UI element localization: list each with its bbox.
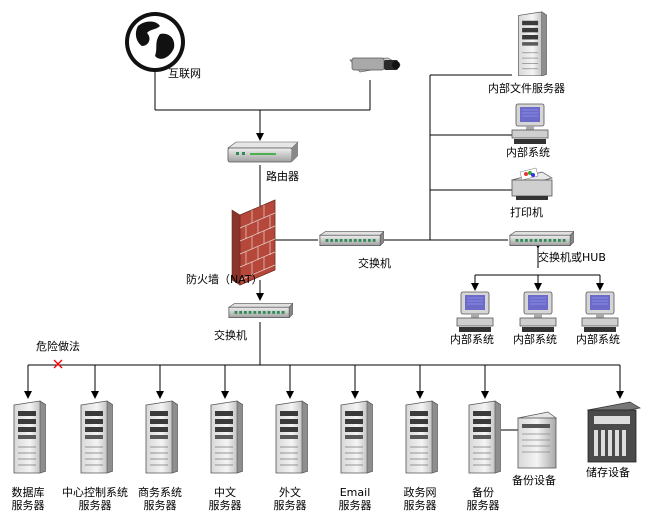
printer-icon (511, 167, 553, 200)
router-icon (227, 141, 299, 163)
firewall-label: 防火墙（NAT） (186, 273, 263, 286)
router-label: 路由器 (266, 170, 299, 183)
printer-label: 打印机 (510, 206, 543, 219)
server-label: 中文服务器 (208, 486, 242, 512)
firewall-icon (231, 196, 276, 286)
main-switch-label: 交换机 (214, 329, 247, 342)
camera-icon (349, 57, 402, 73)
right-pc-2-label: 内部系统 (513, 333, 557, 346)
danger-label: 危险做法 (36, 340, 80, 353)
file-server-label: 内部文件服务器 (488, 82, 565, 95)
main-switch-icon (228, 303, 293, 319)
backup-server-icon (468, 400, 501, 474)
storage-device-icon (587, 401, 641, 463)
server-label: 数据库服务器 (11, 486, 45, 512)
backup-device-icon (517, 411, 557, 469)
gov-server-icon (405, 400, 438, 474)
internal-system-pc-icon (511, 103, 549, 145)
server-label: 政务网服务器 (403, 486, 437, 512)
danger-x-icon (53, 359, 63, 369)
mid-switch-label: 交换机 (358, 257, 391, 270)
chinese-server-icon (210, 400, 243, 474)
commerce-server-icon (145, 400, 178, 474)
right-switch-icon (509, 231, 574, 247)
right-pc-1-label: 内部系统 (450, 333, 494, 346)
right-switch-label: 交换机或HUB (538, 251, 606, 264)
control-server-icon (80, 400, 113, 474)
database-server-icon (13, 400, 46, 474)
server-label: 中心控制系统服务器 (62, 486, 128, 512)
storage-device-label: 储存设备 (586, 466, 630, 479)
server-label: 备份服务器 (466, 486, 500, 512)
email-server-icon (340, 400, 373, 474)
mid-switch-icon (319, 231, 384, 247)
file-server-icon (518, 11, 547, 76)
right-pc-2-icon (519, 291, 557, 333)
server-label: 外文服务器 (273, 486, 307, 512)
backup-device-label: 备份设备 (512, 474, 556, 487)
server-label: 商务系统服务器 (138, 486, 182, 512)
internal-system-label: 内部系统 (506, 146, 550, 159)
right-pc-3-label: 内部系统 (576, 333, 620, 346)
foreign-server-icon (275, 400, 308, 474)
internet-label: 互联网 (168, 67, 201, 80)
connection-lines (24, 65, 624, 431)
right-pc-3-icon (581, 291, 619, 333)
globe-icon (125, 12, 185, 72)
right-pc-1-icon (456, 291, 494, 333)
